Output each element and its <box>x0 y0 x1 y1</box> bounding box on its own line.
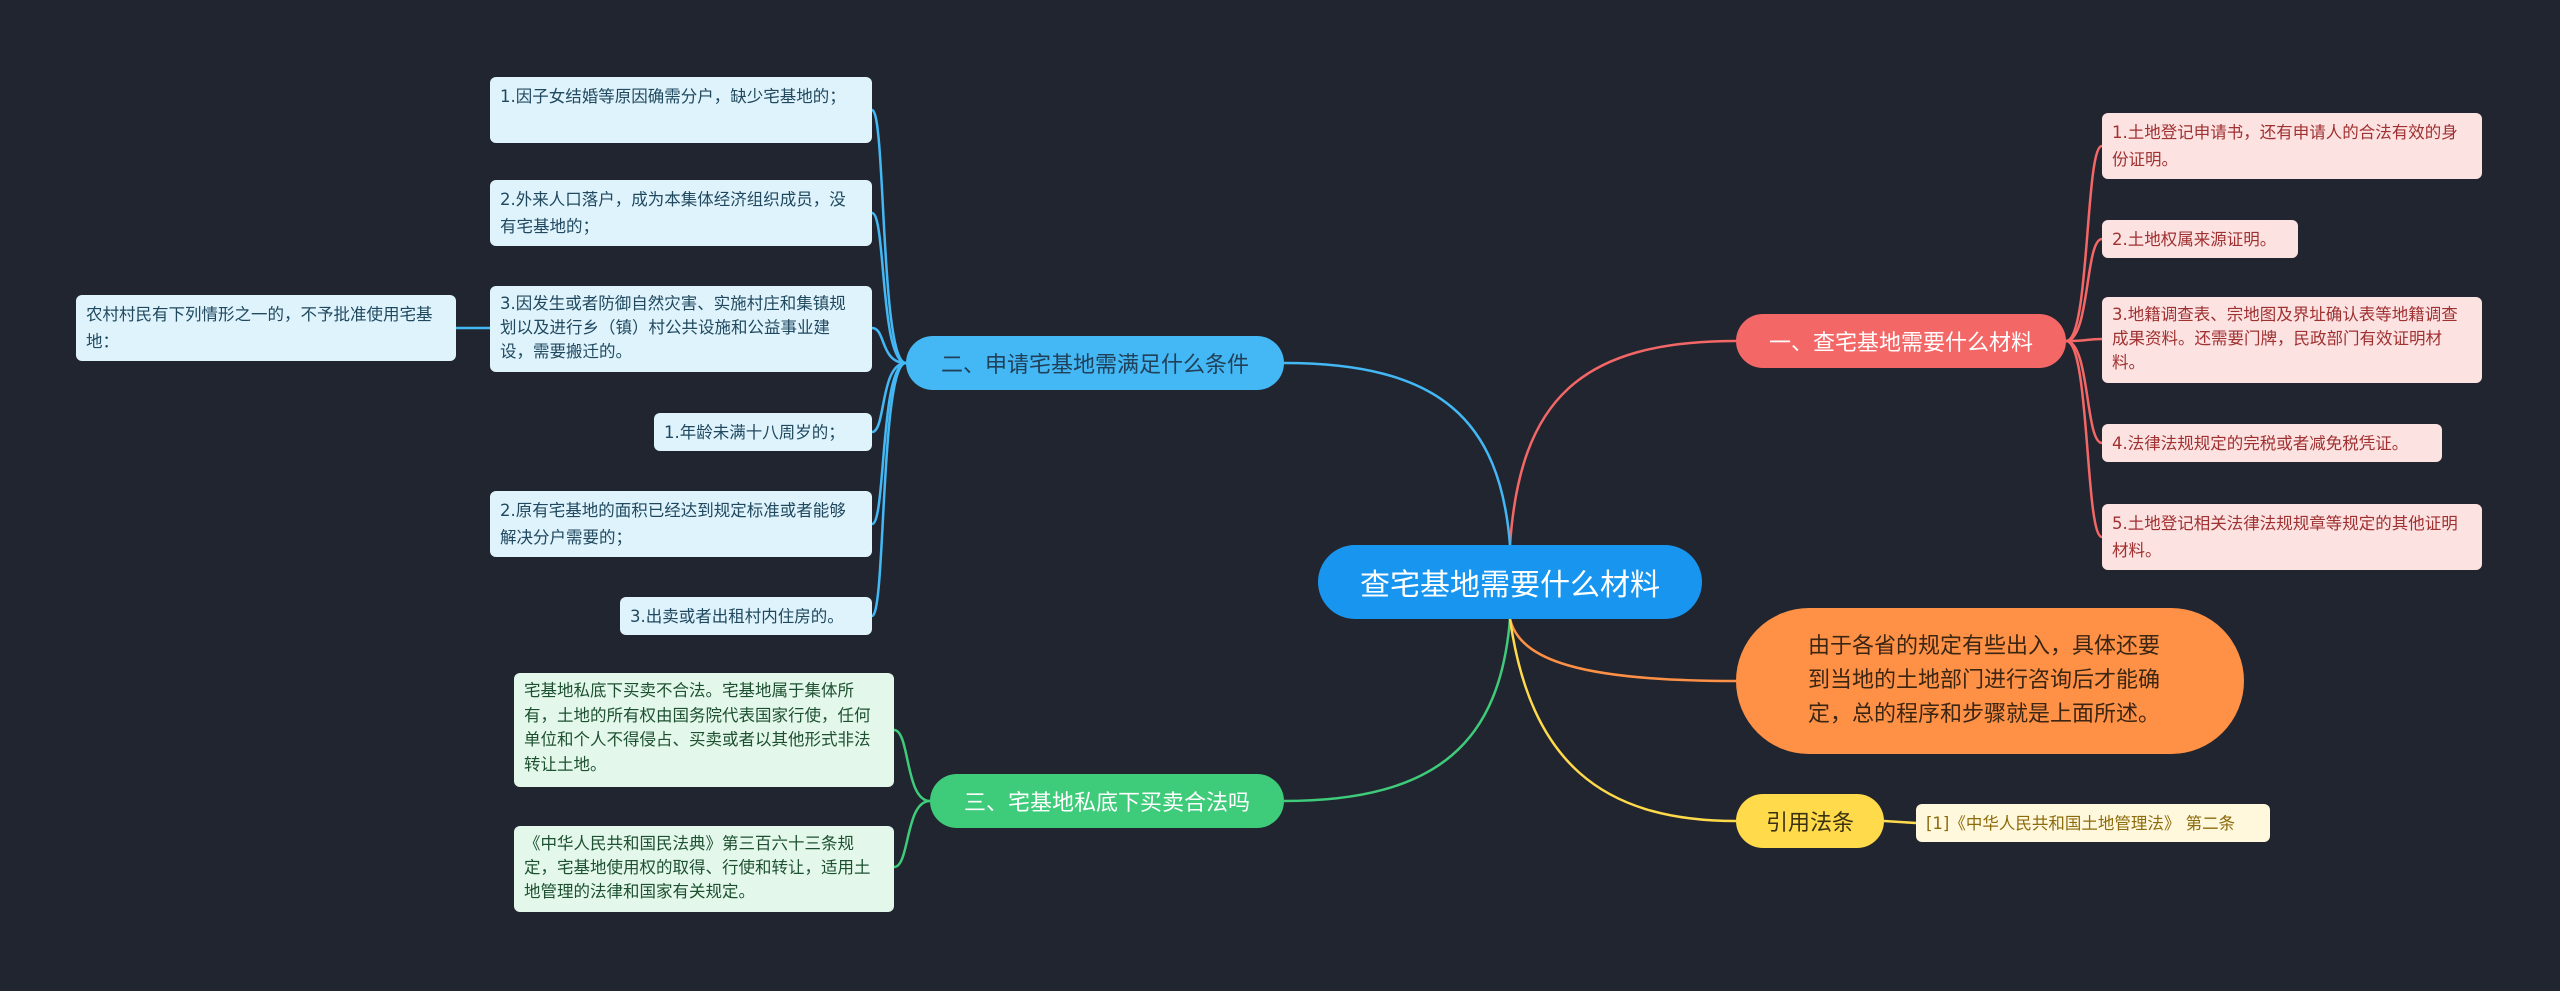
branch-law[interactable]: 引用法条 <box>1736 794 1884 848</box>
conditions-item[interactable]: 2.原有宅基地的面积已经达到规定标准或者能够解决分户需要的； <box>490 491 872 557</box>
root-topic[interactable]: 查宅基地需要什么材料 <box>1318 545 1702 619</box>
materials-item[interactable]: 3.地籍调查表、宗地图及界址确认表等地籍调查成果资料。还需要门牌，民政部门有效证… <box>2102 297 2482 383</box>
branch-materials[interactable]: 一、查宅基地需要什么材料 <box>1736 314 2066 368</box>
branch-legality[interactable]: 三、宅基地私底下买卖合法吗 <box>930 774 1284 828</box>
materials-item[interactable]: 2.土地权属来源证明。 <box>2102 220 2298 258</box>
legality-item[interactable]: 《中华人民共和国民法典》第三百六十三条规定，宅基地使用权的取得、行使和转让，适用… <box>514 826 894 912</box>
conditions-item[interactable]: 3.出卖或者出租村内住房的。 <box>620 597 872 635</box>
conditions-item[interactable]: 3.因发生或者防御自然灾害、实施村庄和集镇规划以及进行乡（镇）村公共设施和公益事… <box>490 286 872 372</box>
conditions-item[interactable]: 1.年龄未满十八周岁的； <box>654 413 872 451</box>
materials-item[interactable]: 5.土地登记相关法律法规规章等规定的其他证明材料。 <box>2102 504 2482 570</box>
branch-conditions[interactable]: 二、申请宅基地需满足什么条件 <box>906 336 1284 390</box>
materials-item[interactable]: 1.土地登记申请书，还有申请人的合法有效的身份证明。 <box>2102 113 2482 179</box>
branch-note[interactable]: 由于各省的规定有些出入，具体还要到当地的土地部门进行咨询后才能确定，总的程序和步… <box>1736 608 2244 754</box>
law-item[interactable]: [1]《中华人民共和国土地管理法》 第二条 <box>1916 804 2270 842</box>
legality-item[interactable]: 宅基地私底下买卖不合法。宅基地属于集体所有，土地的所有权由国务院代表国家行使，任… <box>514 673 894 787</box>
conditions-sub-topic[interactable]: 农村村民有下列情形之一的，不予批准使用宅基地： <box>76 295 456 361</box>
conditions-item[interactable]: 1.因子女结婚等原因确需分户，缺少宅基地的； <box>490 77 872 143</box>
conditions-item[interactable]: 2.外来人口落户，成为本集体经济组织成员，没有宅基地的； <box>490 180 872 246</box>
materials-item[interactable]: 4.法律法规规定的完税或者减免税凭证。 <box>2102 424 2442 462</box>
